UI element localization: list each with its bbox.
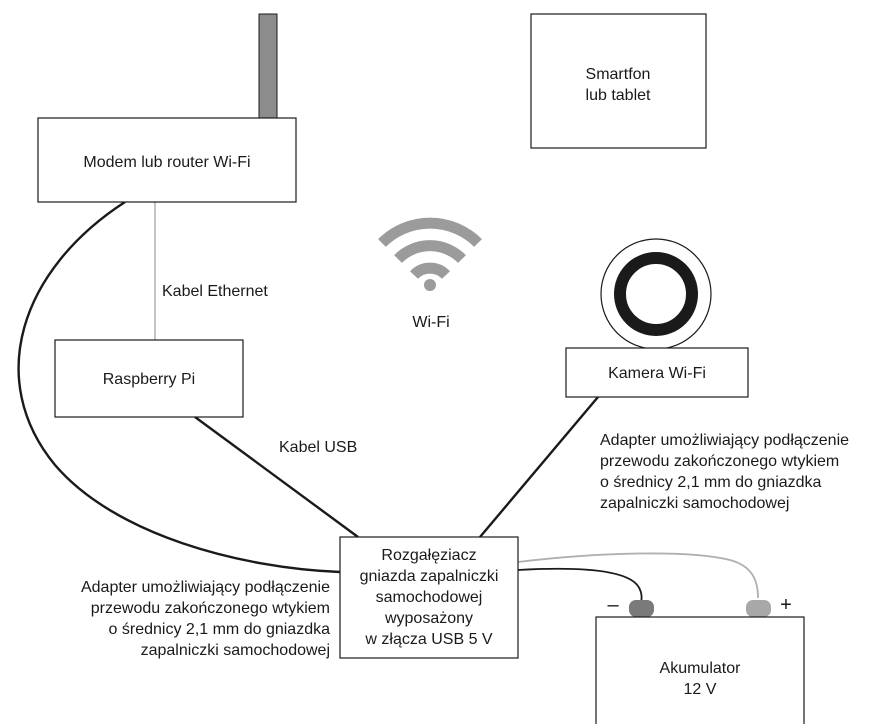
splitter-label-line: wyposażony xyxy=(384,610,473,627)
modem-box xyxy=(37,117,297,203)
modem-label: Modem lub router Wi-Fi xyxy=(83,154,250,171)
usb-cable-label: Kabel USB xyxy=(279,439,357,456)
adapter-right-line: przewodu zakończonego wtykiem xyxy=(600,453,839,470)
adapter-left-line: Adapter umożliwiający podłączenie xyxy=(81,579,330,596)
camera-box xyxy=(565,347,749,398)
battery-plus-sign: + xyxy=(780,594,792,616)
camera-label: Kamera Wi-Fi xyxy=(608,365,706,382)
adapter-right-note: Adapter umożliwiający podłączenie przewo… xyxy=(600,432,849,512)
modem-power-cable xyxy=(17,200,341,574)
splitter-label-line: samochodowej xyxy=(376,589,483,606)
battery-minus-terminal xyxy=(629,600,654,617)
adapter-right-line: Adapter umożliwiający podłączenie xyxy=(600,432,849,449)
raspberry-pi-box xyxy=(54,339,244,418)
battery-plus-wire xyxy=(517,552,759,599)
splitter-label-line: w złącza USB 5 V xyxy=(364,631,492,648)
camera-lens-icon xyxy=(614,252,698,336)
wifi-icon-dot xyxy=(424,279,436,291)
smartphone-label-line2: lub tablet xyxy=(586,87,651,104)
ethernet-label: Kabel Ethernet xyxy=(162,283,268,300)
usb-cable xyxy=(194,416,359,538)
adapter-left-line: przewodu zakończonego wtykiem xyxy=(91,600,330,617)
splitter-label-line: Rozgałęziacz xyxy=(381,547,476,564)
splitter-label: Rozgałęziacz gniazda zapalniczki samocho… xyxy=(360,547,499,648)
smartphone-box xyxy=(530,13,707,149)
adapter-right-line: o średnicy 2,1 mm do gniazdka xyxy=(600,474,822,491)
splitter-box xyxy=(339,536,519,659)
camera-cable xyxy=(479,396,599,538)
battery-label-line2: 12 V xyxy=(684,681,717,698)
smartphone-label-line1: Smartfon xyxy=(586,66,651,83)
raspberry-pi-label: Raspberry Pi xyxy=(103,371,195,388)
battery-plus-terminal xyxy=(746,600,771,617)
battery-minus-wire xyxy=(517,567,643,603)
adapter-left-line: o średnicy 2,1 mm do gniazdka xyxy=(109,621,331,638)
adapter-left-line: zapalniczki samochodowej xyxy=(141,642,330,659)
battery-minus-sign: – xyxy=(607,594,619,616)
wifi-icon xyxy=(378,217,482,280)
wifi-label: Wi-Fi xyxy=(412,314,449,331)
modem-antenna xyxy=(258,13,278,119)
battery-label-line1: Akumulator xyxy=(660,660,742,677)
adapter-right-line: zapalniczki samochodowej xyxy=(600,495,789,512)
splitter-label-line: gniazda zapalniczki xyxy=(360,568,499,585)
battery-box xyxy=(595,616,805,724)
adapter-left-note: Adapter umożliwiający podłączenie przewo… xyxy=(81,579,330,659)
